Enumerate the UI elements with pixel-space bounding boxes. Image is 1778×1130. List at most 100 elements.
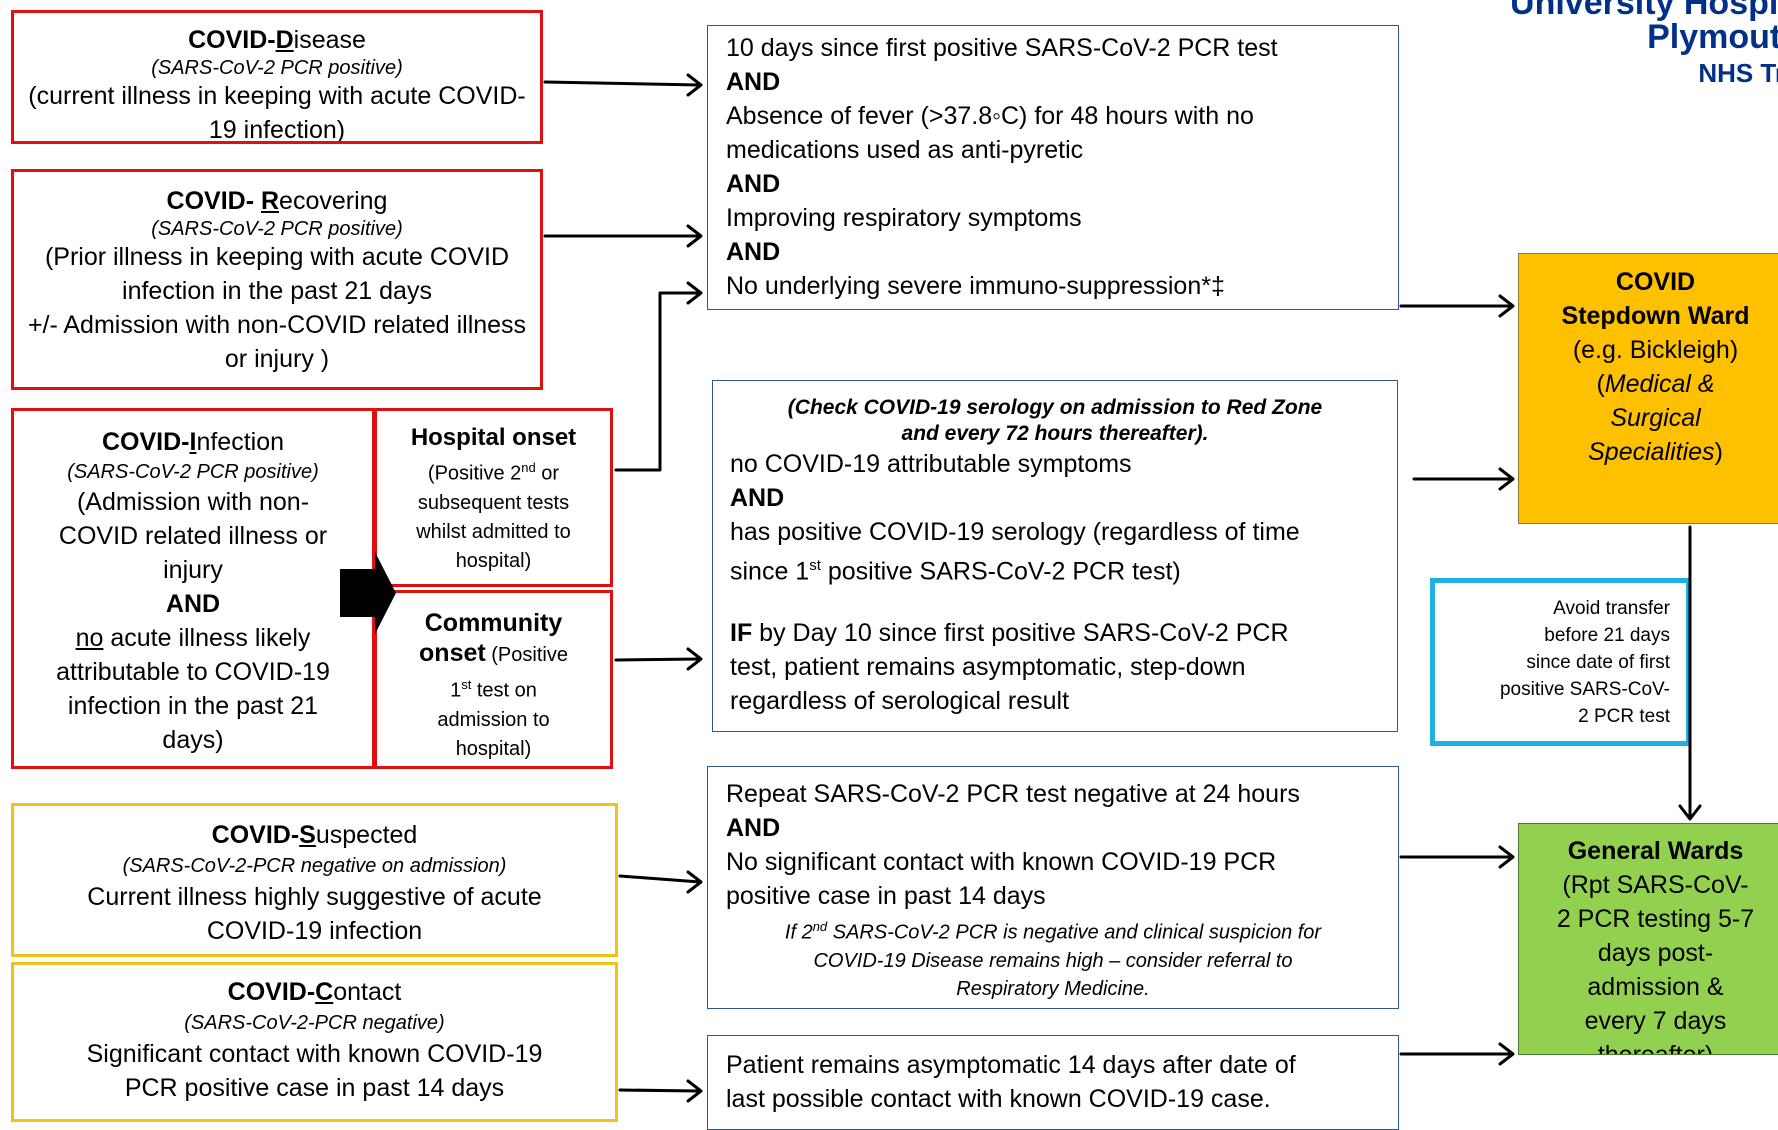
general-line-4: admission & bbox=[1587, 973, 1724, 1001]
covid-recovering-line-4: or injury ) bbox=[224, 345, 330, 373]
arrow-suspected-head bbox=[686, 870, 703, 894]
criteria-2-line-2: has positive COVID-19 serology (regardle… bbox=[730, 518, 1300, 546]
criteria-box-2: (Check COVID-19 serology on admission to… bbox=[712, 380, 1398, 732]
community-onset-line-2: 1st test on bbox=[450, 677, 537, 702]
arrow-recovering-head bbox=[686, 224, 703, 248]
criteria-2-line-4: IF by Day 10 since first positive SARS-C… bbox=[730, 619, 1289, 648]
covid-disease-title: COVID-Disease bbox=[188, 26, 366, 54]
logo-line-3: NHS Trust bbox=[1698, 58, 1778, 88]
covid-suspected-line-1: Current illness highly suggestive of acu… bbox=[87, 883, 542, 911]
logo-line-1: University Hospital bbox=[1510, 0, 1778, 22]
community-onset-title: Community bbox=[424, 609, 563, 637]
covid-infection-line-3: injury bbox=[163, 556, 223, 584]
covid-disease-desc-1: (current illness in keeping with acute C… bbox=[28, 82, 526, 110]
criteria-2-line-3: since 1st positive SARS-CoV-2 PCR test) bbox=[730, 557, 1181, 586]
covid-contact-title: COVID-Contact bbox=[227, 978, 402, 1006]
arrow-community-onset-to-criteria-2 bbox=[614, 657, 702, 662]
stepdown-line-2: (Medical & bbox=[1596, 370, 1715, 398]
criteria-box-1: 10 days since first positive SARS-CoV-2 … bbox=[707, 25, 1399, 310]
arrow-stepdown-head bbox=[1678, 804, 1702, 821]
avoid-line-5: 2 PCR test bbox=[1578, 706, 1670, 727]
covid-disease-pcr: (SARS-CoV-2 PCR positive) bbox=[151, 57, 403, 79]
arrow-criteria-2-head bbox=[1498, 467, 1515, 491]
criteria-3-line-3: positive case in past 14 days bbox=[726, 882, 1046, 910]
general-line-5: every 7 days bbox=[1584, 1007, 1727, 1035]
logo-line-2: Plymouth bbox=[1647, 18, 1778, 56]
covid-infection-title: COVID-Infection bbox=[101, 428, 284, 456]
criteria-box-4: Patient remains asymptomatic 14 days aft… bbox=[707, 1035, 1399, 1130]
arrow-disease-head bbox=[686, 73, 703, 97]
criteria-3-and-1: AND bbox=[726, 814, 781, 842]
criteria-1-line-5: No underlying severe immuno-suppression*… bbox=[726, 272, 1225, 300]
covid-recovering-line-2: infection in the past 21 days bbox=[122, 277, 432, 305]
covid-recovering-line-1: (Prior illness in keeping with acute COV… bbox=[44, 243, 510, 271]
covid-contact-line-1: Significant contact with known COVID-19 bbox=[86, 1040, 543, 1068]
criteria-1-line-3: medications used as anti-pyretic bbox=[726, 136, 1084, 164]
hospital-onset-line-4: hospital) bbox=[455, 549, 532, 572]
covid-contact-box: COVID-Contact (SARS-CoV-2-PCR negative) … bbox=[11, 962, 618, 1122]
community-onset-line-1: onset (Positive bbox=[419, 639, 568, 667]
covid-stepdown-ward-box: COVID Stepdown Ward (e.g. Bickleigh) (Me… bbox=[1518, 253, 1778, 524]
criteria-2-line-5: test, patient remains asymptomatic, step… bbox=[730, 653, 1246, 682]
avoid-line-4: positive SARS-CoV- bbox=[1499, 679, 1670, 700]
general-title: General Wards bbox=[1567, 837, 1744, 865]
community-onset-line-3: admission to bbox=[437, 708, 550, 731]
covid-recovering-title: COVID- Recovering bbox=[166, 187, 388, 215]
arrow-contact-to-criteria-4 bbox=[618, 1088, 702, 1093]
covid-suspected-line-2: COVID-19 infection bbox=[206, 917, 423, 945]
criteria-3-note-1: If 2nd SARS-CoV-2 PCR is negative and cl… bbox=[784, 919, 1322, 944]
covid-infection-line-1: (Admission with non- bbox=[76, 488, 310, 516]
covid-infection-box: COVID-Infection (SARS-CoV-2 PCR positive… bbox=[11, 408, 375, 769]
criteria-1-and-3: AND bbox=[726, 238, 781, 266]
criteria-3-note-3: Respiratory Medicine. bbox=[956, 977, 1150, 1000]
arrow-community-onset-head bbox=[686, 647, 703, 671]
covid-contact-pcr: (SARS-CoV-2-PCR negative) bbox=[184, 1012, 445, 1034]
stepdown-line-3: Surgical bbox=[1610, 404, 1701, 432]
general-line-1: (Rpt SARS-CoV- bbox=[1562, 871, 1749, 899]
stepdown-line-4: Specialities) bbox=[1588, 438, 1723, 466]
covid-recovering-box: COVID- Recovering (SARS-CoV-2 PCR positi… bbox=[11, 169, 543, 390]
arrow-contact-head bbox=[686, 1079, 703, 1103]
stepdown-line-1: (e.g. Bickleigh) bbox=[1572, 336, 1739, 364]
arrow-criteria-1-head bbox=[1498, 294, 1515, 318]
avoid-transfer-box: Avoid transfer before 21 days since date… bbox=[1430, 578, 1691, 746]
covid-infection-line-5: attributable to COVID-19 bbox=[56, 658, 330, 686]
criteria-2-spacer bbox=[730, 588, 1397, 616]
hospital-onset-box: Hospital onset (Positive 2nd or subseque… bbox=[374, 408, 613, 587]
criteria-box-3: Repeat SARS-CoV-2 PCR test negative at 2… bbox=[707, 766, 1399, 1009]
general-line-2: 2 PCR testing 5-7 bbox=[1556, 905, 1755, 933]
criteria-2-and-1: AND bbox=[730, 484, 785, 512]
criteria-1-line-2: Absence of fever (>37.8◦C) for 48 hours … bbox=[726, 102, 1254, 130]
covid-suspected-box: COVID-Suspected (SARS-CoV-2-PCR negative… bbox=[11, 803, 618, 957]
arrow-suspected-to-criteria-3 bbox=[618, 874, 702, 884]
covid-recovering-line-3: +/- Admission with non-COVID related ill… bbox=[27, 311, 527, 339]
avoid-line-1: Avoid transfer bbox=[1553, 598, 1670, 619]
criteria-1-and-2: AND bbox=[726, 170, 781, 198]
criteria-2-note-2: and every 72 hours thereafter). bbox=[901, 422, 1209, 445]
general-line-6: thereafter) bbox=[1597, 1041, 1714, 1055]
covid-contact-line-2: PCR positive case in past 14 days bbox=[124, 1074, 505, 1102]
covid-infection-line-4: no acute illness likely bbox=[75, 624, 311, 652]
arrow-criteria-4-head bbox=[1498, 1042, 1515, 1066]
criteria-3-line-2: No significant contact with known COVID-… bbox=[726, 848, 1277, 876]
criteria-2-line-1: no COVID-19 attributable symptoms bbox=[730, 450, 1132, 478]
criteria-2-note-1: (Check COVID-19 serology on admission to… bbox=[787, 396, 1323, 419]
avoid-line-2: before 21 days bbox=[1544, 625, 1670, 646]
covid-disease-box: COVID-Disease (SARS-CoV-2 PCR positive) … bbox=[11, 10, 543, 144]
hospital-onset-line-2: subsequent tests bbox=[417, 491, 570, 514]
criteria-1-line-4: Improving respiratory symptoms bbox=[726, 204, 1082, 232]
community-onset-line-4: hospital) bbox=[455, 737, 532, 760]
criteria-1-and-1: AND bbox=[726, 68, 781, 96]
arrow-hospital-onset-head bbox=[686, 281, 703, 305]
criteria-3-note-2: COVID-19 Disease remains high – consider… bbox=[813, 949, 1293, 972]
criteria-2-line-6: regardless of serological result bbox=[730, 687, 1070, 716]
criteria-1-line-1: 10 days since first positive SARS-CoV-2 … bbox=[726, 34, 1278, 62]
general-wards-box: General Wards (Rpt SARS-CoV- 2 PCR testi… bbox=[1518, 823, 1778, 1055]
covid-infection-line-6: infection in the past 21 bbox=[67, 692, 319, 720]
covid-infection-line-7: days) bbox=[162, 726, 224, 754]
avoid-line-3: since date of first bbox=[1526, 652, 1670, 673]
arrow-criteria-3-head bbox=[1498, 845, 1515, 869]
criteria-4-line-2: last possible contact with known COVID-1… bbox=[726, 1085, 1271, 1113]
hospital-onset-title: Hospital onset bbox=[410, 424, 577, 451]
criteria-3-line-1: Repeat SARS-CoV-2 PCR test negative at 2… bbox=[726, 780, 1300, 808]
